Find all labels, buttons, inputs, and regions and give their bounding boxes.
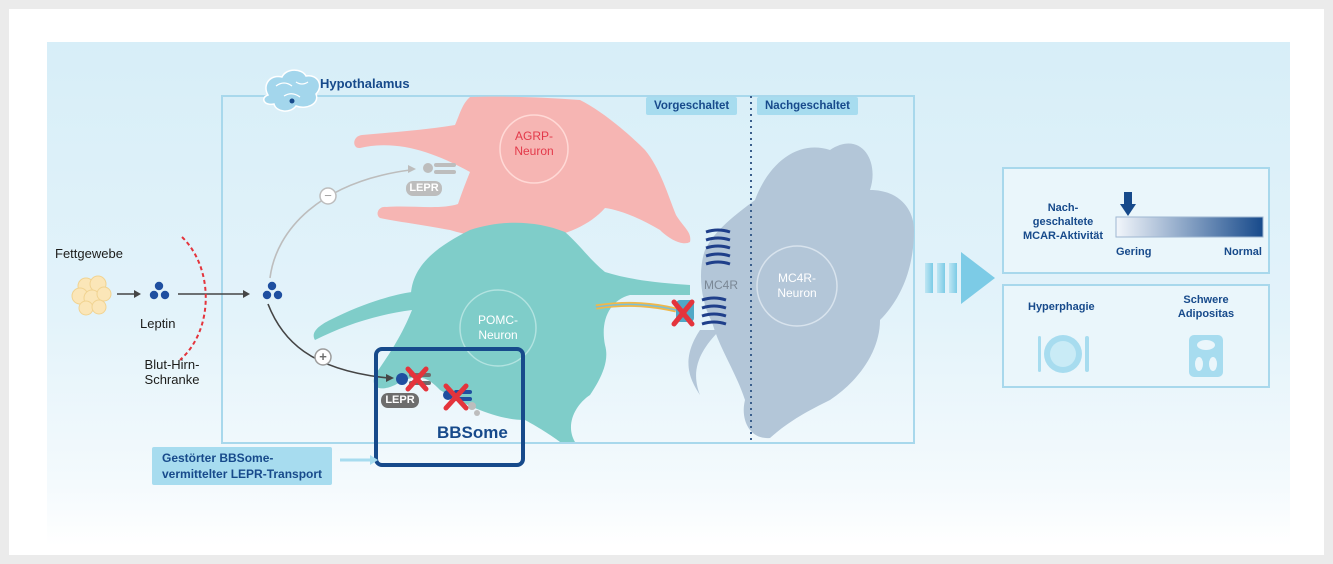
fettgewebe-label: Fettgewebe (55, 246, 123, 261)
hyperphagie-label: Hyperphagie (1028, 301, 1095, 313)
blood-brain-barrier (179, 236, 207, 361)
agrp-neuron-label: AGRP-Neuron (514, 129, 554, 158)
scale-high-label: Normal (1224, 246, 1262, 258)
leptin-label: Leptin (140, 316, 176, 331)
leptin-icon-brain (262, 281, 283, 300)
mc4r-label: MC4R (704, 278, 739, 292)
bbsome-box (374, 347, 525, 467)
lepr-bottom-label: LEPR (385, 394, 415, 406)
plus-symbol: + (319, 349, 327, 364)
upstream-tag: Vorgeschaltet (646, 97, 738, 115)
outcome-panel (1002, 284, 1270, 388)
bbsome-label: BBSome (437, 423, 508, 442)
stimulatory-path (267, 303, 389, 379)
downstream-tag: Nachgeschaltet (757, 97, 859, 115)
adipositas-label: Schwere Adipositas (1177, 294, 1235, 320)
mc4r-neuron (688, 143, 914, 439)
cross-icon (443, 383, 469, 411)
minus-symbol: − (324, 188, 332, 203)
scale-icon (1189, 335, 1223, 377)
hypothalamus-label: Hypothalamus (320, 76, 410, 91)
arrow-down-icon (1120, 192, 1137, 216)
scale-low-label: Gering (1116, 246, 1152, 258)
schranke-line1: Blut-Hirn- (144, 357, 200, 372)
cross-icon (405, 366, 429, 392)
inhibitory-path (269, 169, 411, 279)
leptin-icon (149, 281, 170, 300)
disturbed-transport-label: Gestörter BBSome-vermittelter LEPR-Trans… (152, 447, 333, 485)
pomc-neuron-label: POMC-Neuron (478, 313, 518, 342)
lepr-receptor-top (406, 163, 456, 196)
chevron-arrow-icon (925, 252, 995, 304)
pomc-axon-outline (595, 303, 677, 311)
lepr-top-label: LEPR (409, 182, 439, 194)
agrp-neuron (354, 96, 691, 244)
blood-brain-barrier-label: Blut-Hirn- Schranke (134, 357, 210, 387)
mc4r-neuron-label: MC4R-Neuron (777, 271, 817, 300)
pomc-neuron (313, 222, 690, 442)
activity-gradient-bar (1115, 216, 1264, 238)
schranke-line2: Schranke (144, 372, 200, 387)
brain-icon (263, 69, 321, 112)
minus-sign (319, 187, 337, 205)
cross-icon (671, 299, 695, 327)
activity-label: Nach- geschaltete MCAR-Aktivität (1022, 202, 1104, 242)
plus-sign (314, 348, 332, 366)
fat-cell-icon (71, 275, 112, 316)
hypothalamus-box (221, 95, 915, 444)
plate-icon (1038, 335, 1089, 373)
